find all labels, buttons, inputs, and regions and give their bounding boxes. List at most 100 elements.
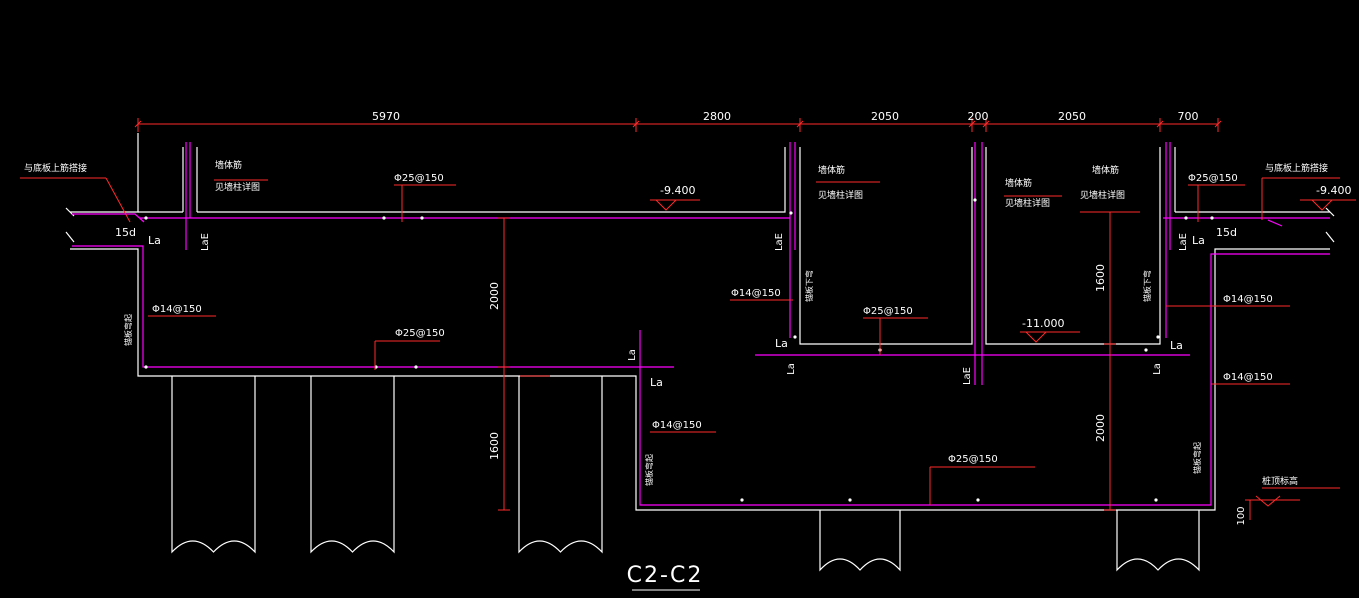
- lae-label-4: LaE: [1178, 233, 1189, 251]
- rebar-label-pit: Φ25@150: [863, 306, 913, 317]
- leader-left-slab-d: [105, 177, 131, 223]
- dim-top-1: 5970: [372, 110, 400, 123]
- rebar-dot-2: [382, 216, 386, 220]
- dim-slash-4: [968, 120, 976, 128]
- note-bent-right: 锚板弯起: [1192, 442, 1202, 474]
- la-label-3: La: [775, 337, 788, 350]
- note-left-slab: 与底板上筋搭接: [24, 162, 87, 174]
- note-turn-down-1: 锚板下弯: [804, 270, 814, 302]
- rebar-dot-11: [1154, 498, 1158, 502]
- lae-label-2: LaE: [774, 233, 785, 251]
- elevation-pit: -11.000: [1022, 317, 1064, 330]
- note-wall-rebar-4: 墙体筋: [1092, 164, 1119, 176]
- pile-2: [310, 376, 395, 554]
- pile-1: [171, 376, 256, 554]
- rebar-label-wall-center: Φ14@150: [652, 420, 702, 431]
- dim-top-6: 700: [1178, 110, 1199, 123]
- rebar-dot-6: [414, 365, 418, 369]
- dim-vert-2: 1600: [488, 432, 501, 460]
- dim-vert-4: 2000: [1094, 414, 1107, 442]
- rebar-dot-7: [789, 211, 793, 215]
- rebar-dots: [144, 198, 1214, 502]
- la-label-4: La: [1170, 339, 1183, 352]
- break-mark-right-top: [1325, 207, 1335, 217]
- leader-lines: [20, 177, 1356, 591]
- rebar-label-wall-left: Φ14@150: [152, 304, 202, 315]
- rebar-dot-12: [793, 335, 797, 339]
- outline-pit-right: [985, 147, 1161, 345]
- note-bent-left: 锚板弯起: [123, 314, 133, 346]
- rebar-dot-16: [1184, 216, 1188, 220]
- note-wall-rebar-3: 墙体筋: [1005, 177, 1032, 189]
- note-wall-detail-1: 见墙柱详图: [215, 181, 260, 193]
- lae-label-1: LaE: [200, 233, 211, 251]
- rebar-left-slab: [72, 213, 145, 223]
- elev-symbol-pile: [1255, 495, 1281, 507]
- piles: [171, 376, 1200, 572]
- note-wall-detail-3: 见墙柱详图: [1005, 197, 1050, 209]
- lae-label-3: LaE: [962, 367, 973, 385]
- dim-slash-3: [796, 120, 804, 128]
- break-mark-left-bot: [65, 231, 75, 243]
- rebar-label-wall-right-2: Φ14@150: [1223, 372, 1273, 383]
- rebar-dot-15: [1210, 216, 1214, 220]
- elev-symbol-pit: [1020, 331, 1080, 343]
- hook-right: 15d: [1216, 226, 1237, 239]
- rebar-dot-18: [1144, 348, 1148, 352]
- rebar-label-wall-right-1: Φ14@150: [1223, 294, 1273, 305]
- rebar-label-top-right: Φ25@150: [1188, 173, 1238, 184]
- dim-vert-5: 100: [1236, 506, 1247, 525]
- elev-symbol-left: [650, 199, 700, 211]
- dim-top-3: 2050: [871, 110, 899, 123]
- rebar-dot-17: [973, 198, 977, 202]
- dimension-lines: [134, 118, 1251, 520]
- rebar-bottom-left: [72, 245, 674, 368]
- note-pile-top: 桩顶标高: [1262, 475, 1298, 487]
- dim-top-4: 200: [968, 110, 989, 123]
- rebar-dot-10: [976, 498, 980, 502]
- rebar-dot-4: [144, 365, 148, 369]
- rebar-dot-9: [848, 498, 852, 502]
- outline-bottom: [70, 248, 1330, 511]
- dim-slash-7: [1214, 120, 1222, 128]
- rebar-label-wall-pit: Φ14@150: [731, 288, 781, 299]
- elevation-left: -9.400: [660, 184, 695, 197]
- rebar-label-bottom-right: Φ25@150: [948, 454, 998, 465]
- la-label-2: La: [650, 376, 663, 389]
- rebar-dot-8: [740, 498, 744, 502]
- rebar-dot-14: [1156, 335, 1160, 339]
- note-wall-rebar-2: 墙体筋: [818, 164, 845, 176]
- dim-slash-6: [1156, 120, 1164, 128]
- note-turn-down-2: 锚板下弯: [1142, 270, 1152, 302]
- pile-3: [518, 376, 603, 554]
- break-mark-right-bot: [1325, 231, 1335, 243]
- rebar-bottom-right: [639, 253, 1330, 506]
- dim-top-2: 2800: [703, 110, 731, 123]
- note-bent-center: 锚板弯起: [644, 454, 654, 486]
- rebar-dot-3: [420, 216, 424, 220]
- note-right-slab: 与底板上筋搭接: [1265, 162, 1328, 174]
- la-label-8: La: [1152, 363, 1163, 375]
- rebar-lines: [72, 142, 1330, 506]
- la-label-7: La: [786, 363, 797, 375]
- dim-vert-3: 1600: [1094, 264, 1107, 292]
- concrete-outline: [65, 133, 1335, 511]
- break-mark-left-top: [65, 207, 75, 217]
- note-wall-rebar-1: 墙体筋: [215, 159, 242, 171]
- dim-vert-1: 2000: [488, 282, 501, 310]
- note-wall-detail-4: 见墙柱详图: [1080, 189, 1125, 201]
- hook-left: 15d: [115, 226, 136, 239]
- elevation-right: -9.400: [1316, 184, 1351, 197]
- la-label-5: La: [1192, 234, 1205, 247]
- rebar-label-bottom-left: Φ25@150: [395, 328, 445, 339]
- elev-symbol-right: [1300, 199, 1356, 211]
- rebar-dot-1: [144, 216, 148, 220]
- la-label-6: La: [627, 349, 638, 361]
- section-title: C2-C2: [627, 563, 704, 588]
- dim-top-5: 2050: [1058, 110, 1086, 123]
- note-wall-detail-2: 见墙柱详图: [818, 189, 863, 201]
- pile-4: [819, 510, 901, 572]
- dim-slash-1: [134, 120, 142, 128]
- la-label-1: La: [148, 234, 161, 247]
